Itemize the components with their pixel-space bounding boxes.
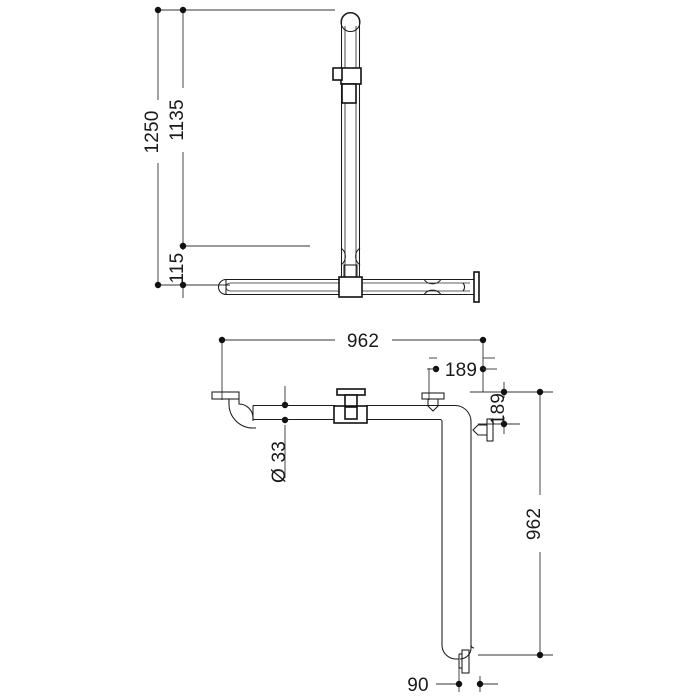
dimension-115: 115 bbox=[167, 242, 188, 298]
plan-horizontal-rail bbox=[252, 404, 455, 421]
plan-dimensions: 962 189 bbox=[218, 331, 553, 696]
rail-end-cap-left bbox=[218, 278, 231, 296]
dimension-diameter-33: Ø 33 bbox=[269, 386, 290, 483]
slider-clamp bbox=[332, 67, 362, 104]
dimension-label-1135: 1135 bbox=[167, 99, 188, 141]
dimension-label-115: 115 bbox=[167, 253, 188, 284]
front-elevation-view: 1250 1135 115 bbox=[142, 6, 480, 303]
vertical-rail bbox=[340, 11, 361, 279]
dimension-label-189-horizontal: 189 bbox=[445, 360, 477, 381]
plan-slider-clamp bbox=[333, 388, 368, 424]
vertical-rail-lower-neck bbox=[343, 264, 358, 279]
dimension-label-962-vertical: 962 bbox=[524, 508, 545, 540]
dimension-1135: 1135 bbox=[167, 6, 188, 250]
elevation-dimensions: 1250 1135 115 bbox=[142, 6, 335, 298]
rail-rosette-horizontal bbox=[423, 279, 442, 295]
rail-end-flange-right bbox=[462, 271, 480, 303]
plan-wall-bracket-bottom bbox=[458, 649, 470, 674]
dimension-label-189-vertical: 189 bbox=[488, 393, 509, 425]
dimension-189-vertical: 189 bbox=[488, 382, 509, 434]
dimension-1250: 1250 bbox=[142, 6, 163, 289]
plan-view: 962 189 bbox=[211, 331, 553, 696]
dimension-189-horizontal: 189 bbox=[427, 357, 497, 400]
dimension-label-1250: 1250 bbox=[142, 110, 163, 153]
dimension-label-962-horizontal: 962 bbox=[347, 331, 379, 352]
t-junction-block bbox=[338, 276, 363, 298]
dimension-label-diameter-33: Ø 33 bbox=[269, 441, 290, 483]
dimension-962-horizontal: 962 bbox=[218, 331, 487, 352]
dimension-962-vertical: 962 bbox=[524, 388, 545, 659]
plan-wall-bracket-left bbox=[211, 391, 256, 429]
horizontal-rail bbox=[226, 278, 476, 296]
dimension-label-90: 90 bbox=[407, 675, 429, 696]
rail-rosette-upper bbox=[340, 247, 361, 266]
dimension-90: 90 bbox=[407, 668, 498, 696]
plan-wall-bracket-corner bbox=[472, 418, 494, 442]
plan-wall-bracket-mid bbox=[421, 392, 445, 412]
plan-corner-bend bbox=[439, 404, 472, 645]
